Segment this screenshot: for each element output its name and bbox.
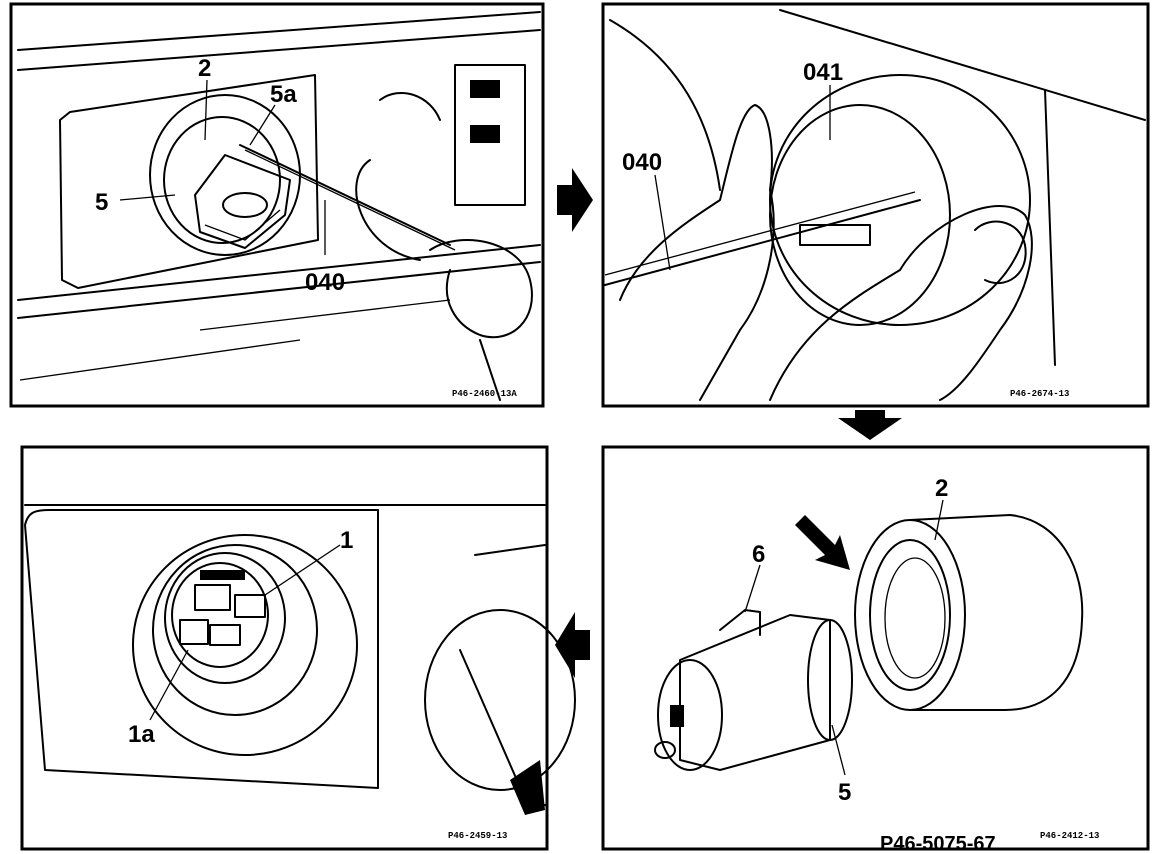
label-part-1a: 1a (128, 721, 155, 748)
arrow-right-icon (557, 168, 593, 232)
panel-frame (601, 445, 1150, 851)
label-tool-040: 040 (305, 269, 345, 296)
switch-housing-inner (163, 116, 281, 244)
contact-block (209, 624, 241, 646)
dash-edge-line (17, 244, 541, 301)
dash-edge-line (199, 299, 451, 331)
cylinder-keyway (670, 705, 684, 727)
recess-panel (24, 509, 379, 789)
image-code: P46-2674-13 (1010, 389, 1069, 399)
key-edge (204, 209, 281, 241)
switch-bank (454, 64, 526, 206)
leader-line (934, 499, 944, 541)
switch-ring-outer (132, 534, 358, 756)
label-tool-041: 041 (803, 59, 843, 86)
key-head (194, 154, 291, 249)
recess-panel (59, 74, 319, 289)
hand (769, 205, 1033, 401)
dash-edge-line (779, 9, 1146, 121)
label-part-5: 5 (95, 189, 108, 216)
contact-bar (200, 570, 245, 580)
leader-line (744, 564, 761, 613)
panel-top-right: 041 040 P46-2674-13 (601, 2, 1150, 408)
retaining-clip (719, 609, 761, 636)
switch-ring-inner (769, 104, 951, 326)
wire-tool (604, 191, 916, 276)
dash-edge-line (1044, 89, 1056, 366)
arrow-down-icon (838, 410, 902, 440)
label-part-2: 2 (198, 55, 211, 82)
key-slot (222, 192, 268, 218)
arrow-left-icon (555, 612, 590, 678)
arrow-diagonal-icon (795, 515, 850, 570)
image-code: P46-2412-13 (1040, 831, 1099, 841)
contact-block (179, 619, 209, 645)
cylinder-pin (654, 741, 676, 759)
housing-thread (884, 557, 946, 679)
housing-thread (869, 539, 951, 691)
thumb (429, 239, 533, 339)
finger (619, 104, 775, 401)
leader-line (204, 79, 208, 141)
document-number: P46-5075-67 (880, 833, 996, 854)
leader-line (249, 104, 276, 146)
switch-ring-middle (152, 544, 318, 716)
knob-outline (474, 544, 546, 556)
contact-block (194, 584, 231, 611)
switch-housing-outer (149, 94, 301, 256)
label-part-5a: 5a (270, 81, 297, 108)
ignition-switch-face (171, 562, 269, 668)
knob-outline (355, 159, 421, 261)
background-curve (609, 19, 721, 191)
label-part-2: 2 (935, 475, 948, 502)
panel-bottom-left: 1 1a P46-2459-13 (20, 445, 576, 851)
leader-line (119, 194, 176, 201)
thumb (974, 220, 1027, 285)
dash-edge-line (19, 339, 301, 381)
switch-ring-inner (164, 552, 286, 684)
leader-line (654, 174, 671, 271)
housing-body (909, 514, 1084, 711)
dash-edge-line (17, 11, 541, 51)
dash-edge-line (17, 261, 541, 319)
cylinder-front (657, 659, 723, 771)
label-part-5: 5 (838, 779, 851, 806)
leader-line (149, 649, 189, 721)
leader-line (831, 724, 846, 776)
knob-outline (379, 91, 441, 121)
label-part-1: 1 (340, 527, 353, 554)
thumb-edge (479, 339, 501, 401)
contact-block (234, 594, 266, 618)
lock-cylinder-slot (799, 224, 871, 246)
dash-edge-line (17, 29, 541, 71)
panel-bottom-right: 2 6 5 P46-2412-13 (601, 445, 1150, 851)
wire-tool (604, 199, 921, 286)
label-tool-040: 040 (622, 149, 662, 176)
knob-outline (424, 609, 576, 791)
knob-shadow (510, 760, 545, 815)
panel-top-left: 2 5a 5 040 P46-2460-13A (9, 2, 545, 408)
leader-line (264, 544, 341, 596)
panel-frame (601, 2, 1150, 408)
image-code: P46-2459-13 (448, 831, 507, 841)
panel-frame (20, 445, 549, 851)
switch-block (470, 125, 500, 143)
wire-tool (239, 144, 451, 246)
cylinder-body (679, 614, 831, 771)
switch-block (470, 80, 500, 98)
image-code: P46-2460-13A (452, 389, 517, 399)
wire-tool (244, 149, 456, 251)
label-part-6: 6 (752, 541, 765, 568)
